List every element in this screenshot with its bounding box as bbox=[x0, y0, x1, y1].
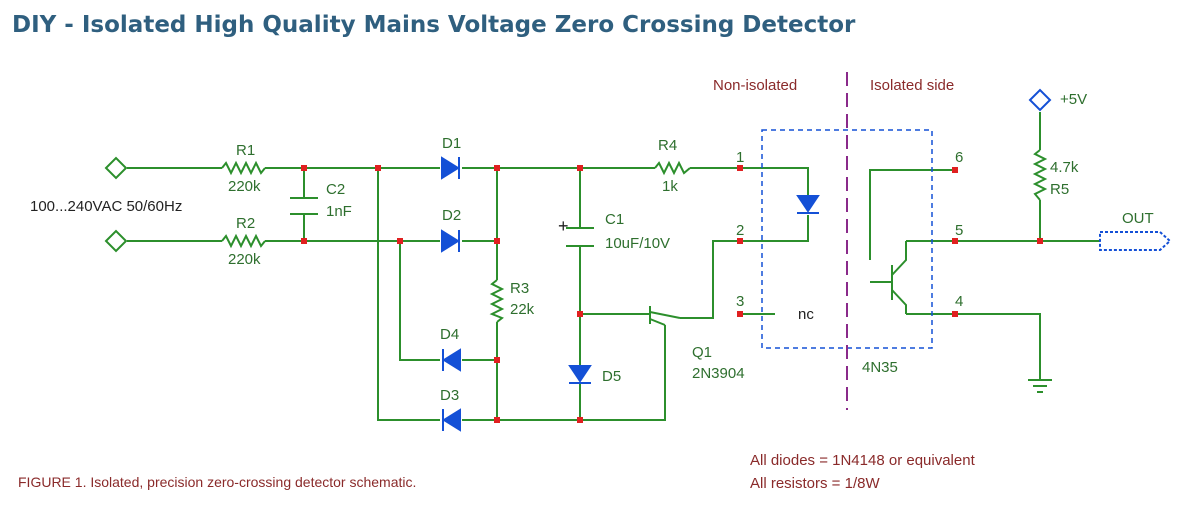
pin-6: 6 bbox=[955, 149, 963, 166]
c1-plus: + bbox=[558, 216, 569, 236]
pin-3: 3 bbox=[736, 293, 744, 310]
r5-value: 4.7k bbox=[1050, 159, 1079, 176]
page-title: DIY - Isolated High Quality Mains Voltag… bbox=[12, 12, 856, 38]
pin-1: 1 bbox=[736, 149, 744, 166]
input-terminals bbox=[104, 156, 128, 253]
d4-label: D4 bbox=[440, 326, 459, 343]
pin-2: 2 bbox=[736, 222, 744, 239]
ground-symbol bbox=[1028, 379, 1052, 393]
junction-nodes bbox=[301, 165, 1043, 423]
d2-label: D2 bbox=[442, 207, 461, 224]
r2-value: 220k bbox=[228, 251, 261, 268]
d1-symbol bbox=[441, 156, 460, 180]
r1-name: R1 bbox=[236, 142, 255, 159]
out-terminal bbox=[1099, 231, 1172, 251]
r5-name: R5 bbox=[1050, 181, 1069, 198]
non-isolated-label: Non-isolated bbox=[713, 77, 797, 94]
optocoupler-label: 4N35 bbox=[862, 359, 898, 376]
d4-symbol bbox=[442, 348, 461, 372]
power-symbols bbox=[1028, 88, 1172, 393]
r3-name: R3 bbox=[510, 280, 529, 297]
d3-symbol bbox=[442, 408, 461, 432]
c1-value: 10uF/10V bbox=[605, 235, 670, 252]
input-terminal-top bbox=[104, 156, 128, 180]
r1-value: 220k bbox=[228, 178, 261, 195]
r5-symbol bbox=[1032, 149, 1048, 201]
d3-label: D3 bbox=[440, 387, 459, 404]
supply-terminal bbox=[1028, 88, 1052, 112]
pin-5: 5 bbox=[955, 222, 963, 239]
figure-caption: FIGURE 1. Isolated, precision zero-cross… bbox=[18, 474, 416, 490]
note-diodes: All diodes = 1N4148 or equivalent bbox=[750, 452, 976, 469]
q1-part: 2N3904 bbox=[692, 365, 745, 382]
nc-label: nc bbox=[798, 306, 814, 323]
c2-symbol bbox=[290, 197, 318, 215]
r4-name: R4 bbox=[658, 137, 677, 154]
isolated-side-label: Isolated side bbox=[870, 77, 954, 94]
q1-symbol bbox=[649, 306, 681, 326]
out-label: OUT bbox=[1122, 210, 1154, 227]
opto-led-symbol bbox=[796, 195, 820, 214]
r2-symbol bbox=[221, 233, 266, 249]
c2-value: 1nF bbox=[326, 203, 352, 220]
r3-symbol bbox=[489, 279, 505, 323]
input-terminal-bottom bbox=[104, 229, 128, 253]
r1-symbol bbox=[221, 160, 266, 176]
note-resistors: All resistors = 1/8W bbox=[750, 475, 880, 492]
r3-value: 22k bbox=[510, 301, 535, 318]
c1-name: C1 bbox=[605, 211, 624, 228]
q1-name: Q1 bbox=[692, 344, 712, 361]
resistors bbox=[221, 149, 1048, 323]
r4-value: 1k bbox=[662, 178, 678, 195]
r2-name: R2 bbox=[236, 215, 255, 232]
c1-symbol bbox=[566, 227, 594, 247]
d5-label: D5 bbox=[602, 368, 621, 385]
input-label: 100...240VAC 50/60Hz bbox=[30, 198, 182, 215]
c2-name: C2 bbox=[326, 181, 345, 198]
capacitors bbox=[290, 197, 594, 247]
supply-label: +5V bbox=[1060, 91, 1087, 108]
pin-4: 4 bbox=[955, 293, 963, 310]
r4-symbol bbox=[654, 160, 691, 176]
d1-label: D1 bbox=[442, 135, 461, 152]
d5-symbol bbox=[568, 365, 592, 384]
opto-phototransistor-symbol bbox=[870, 241, 907, 314]
diodes bbox=[441, 156, 820, 432]
d2-symbol bbox=[441, 229, 460, 253]
